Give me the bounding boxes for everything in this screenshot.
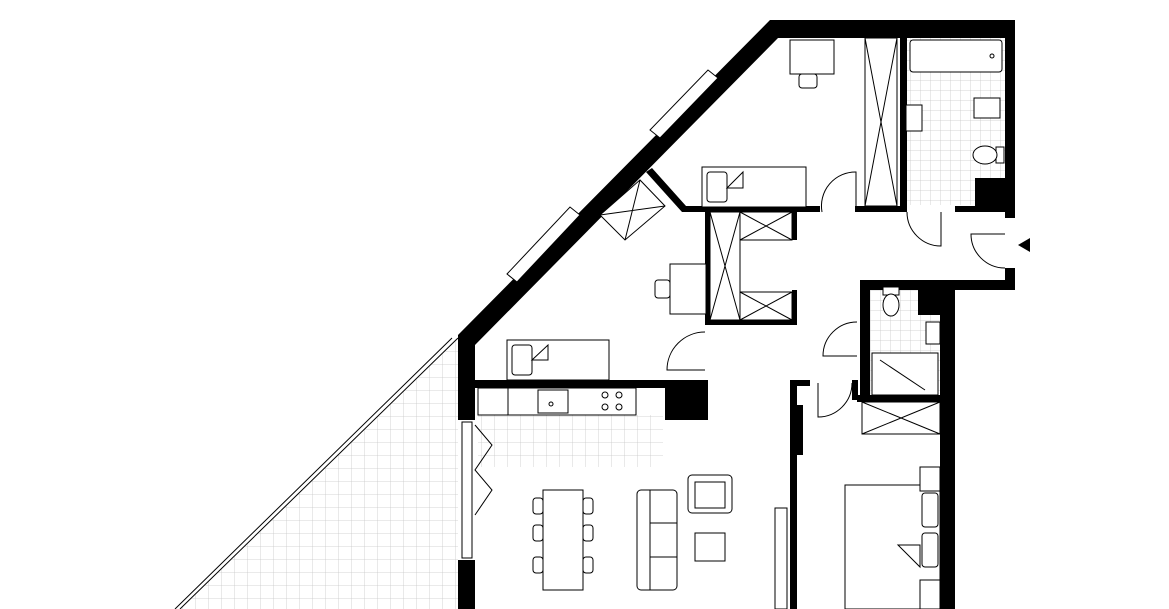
interior-walls: [475, 38, 1005, 609]
furniture: [477, 39, 941, 609]
sanitary-fixtures: [871, 39, 1005, 396]
entrance-marker-icon: [1018, 238, 1030, 252]
doors: [666, 171, 1006, 418]
exterior-walls: [458, 20, 1015, 609]
wardrobes: [599, 37, 941, 435]
terrace: [174, 337, 459, 609]
kitchen-tiles: [478, 415, 663, 467]
windows: [461, 69, 719, 559]
